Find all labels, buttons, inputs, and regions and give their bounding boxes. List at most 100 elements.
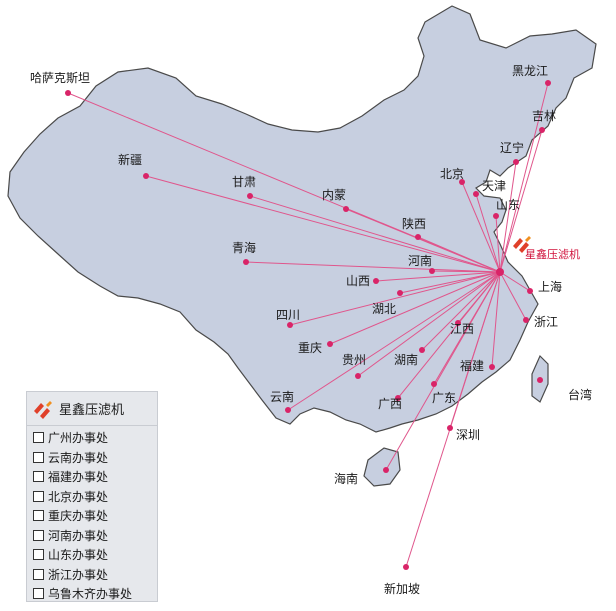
legend-office-label: 浙江办事处 xyxy=(48,567,109,582)
route-line-guangxi xyxy=(397,271,501,399)
legend-office-item[interactable]: 福建办事处 xyxy=(33,467,157,487)
city-dot-sichuan[interactable] xyxy=(287,322,293,328)
route-lines xyxy=(67,82,549,568)
city-label-neimeng: 内蒙 xyxy=(322,188,346,202)
city-dot-gansu[interactable] xyxy=(247,193,253,199)
city-dot-xinjiang[interactable] xyxy=(143,173,149,179)
checkbox-icon[interactable] xyxy=(33,490,44,502)
legend-office-item[interactable]: 乌鲁木齐办事处 xyxy=(33,584,157,604)
office-list: 广州办事处云南办事处福建办事处北京办事处重庆办事处河南办事处山东办事处浙江办事处… xyxy=(27,426,157,604)
city-dot-hubei[interactable] xyxy=(397,290,403,296)
legend-title: 星鑫压滤机 xyxy=(59,403,125,418)
route-line-beijing xyxy=(461,181,501,273)
city-dot-qinghai[interactable] xyxy=(243,259,249,265)
legend-office-item[interactable]: 河南办事处 xyxy=(33,526,157,546)
city-label-singapore: 新加坡 xyxy=(384,581,420,596)
city-dot-yunnan[interactable] xyxy=(285,407,291,413)
checkbox-icon[interactable] xyxy=(33,471,44,483)
company-logo-icon xyxy=(513,236,531,253)
office-legend: 星鑫压滤机 广州办事处云南办事处福建办事处北京办事处重庆办事处河南办事处山东办事… xyxy=(26,391,158,602)
city-label-shenzhen: 深圳 xyxy=(456,428,480,442)
city-dot-kazakhstan[interactable] xyxy=(65,90,71,96)
city-label-shanxi: 山西 xyxy=(346,274,370,288)
hub-dot[interactable] xyxy=(496,268,504,276)
city-dot-jiangxi[interactable] xyxy=(455,320,461,326)
city-dot-shaanxi[interactable] xyxy=(415,234,421,240)
city-label-shanghai: 上海 xyxy=(538,279,562,294)
city-label-gansu: 甘肃 xyxy=(232,175,256,189)
checkbox-icon[interactable] xyxy=(33,510,44,522)
city-label-taiwan: 台湾 xyxy=(568,387,592,402)
city-dot-fujian[interactable] xyxy=(489,364,495,370)
city-label-hainan: 海南 xyxy=(334,471,358,486)
legend-office-label: 广州办事处 xyxy=(48,431,109,446)
city-dot-guizhou[interactable] xyxy=(355,373,361,379)
city-dot-henan[interactable] xyxy=(429,268,435,274)
route-line-guizhou xyxy=(357,271,501,377)
city-dot-jilin[interactable] xyxy=(539,127,545,133)
city-label-yunnan: 云南 xyxy=(270,389,294,404)
city-label-guangdong: 广东 xyxy=(432,391,456,405)
legend-office-item[interactable]: 广州办事处 xyxy=(33,428,157,448)
city-label-kazakhstan: 哈萨克斯坦 xyxy=(30,71,90,85)
city-dot-taiwan[interactable] xyxy=(537,377,543,383)
city-dot-shanghai[interactable] xyxy=(527,288,533,294)
route-line-yunnan xyxy=(287,271,501,411)
legend-office-label: 北京办事处 xyxy=(48,489,109,504)
city-dot-beijing[interactable] xyxy=(459,179,465,185)
city-dot-guangdong[interactable] xyxy=(431,381,437,387)
legend-office-item[interactable]: 浙江办事处 xyxy=(33,565,157,585)
route-line-hunan xyxy=(421,271,501,351)
city-dot-liaoning[interactable] xyxy=(513,159,519,165)
city-label-guangxi: 广西 xyxy=(378,397,402,411)
city-dot-shandong[interactable] xyxy=(493,213,499,219)
legend-office-label: 河南办事处 xyxy=(48,528,109,543)
checkbox-icon[interactable] xyxy=(33,568,44,580)
checkbox-icon[interactable] xyxy=(33,432,44,444)
route-line-heilongjiang xyxy=(499,82,549,273)
checkbox-icon[interactable] xyxy=(33,451,44,463)
city-dot-neimeng[interactable] xyxy=(343,206,349,212)
headquarters-marker: 星鑫压滤机 xyxy=(513,236,580,261)
route-line-qinghai xyxy=(245,261,501,273)
route-line-sichuan xyxy=(289,271,501,326)
city-label-jilin: 吉林 xyxy=(532,109,556,123)
city-label-henan: 河南 xyxy=(408,253,432,268)
city-label-qinghai: 青海 xyxy=(232,240,256,255)
city-dot-shenzhen[interactable] xyxy=(447,425,453,431)
city-label-xinjiang: 新疆 xyxy=(118,152,142,167)
city-label-hubei: 湖北 xyxy=(372,301,396,316)
route-line-zhejiang xyxy=(499,271,527,321)
route-line-henan xyxy=(431,270,501,273)
legend-office-item[interactable]: 重庆办事处 xyxy=(33,506,157,526)
city-dot-guangxi[interactable] xyxy=(395,395,401,401)
route-line-gansu xyxy=(249,195,501,273)
city-dot-shanxi[interactable] xyxy=(373,278,379,284)
city-dot-hainan[interactable] xyxy=(383,467,389,473)
legend-office-item[interactable]: 山东办事处 xyxy=(33,545,157,565)
city-dot-heilongjiang[interactable] xyxy=(545,80,551,86)
route-line-shandong xyxy=(495,215,501,273)
city-dot-tianjin[interactable] xyxy=(473,191,479,197)
city-dot-zhejiang[interactable] xyxy=(523,317,529,323)
city-dot-hunan[interactable] xyxy=(419,347,425,353)
legend-office-label: 福建办事处 xyxy=(48,470,109,485)
china-landmass xyxy=(7,5,597,433)
route-line-fujian xyxy=(491,271,501,368)
legend-office-item[interactable]: 云南办事处 xyxy=(33,448,157,468)
city-dot-singapore[interactable] xyxy=(403,564,409,570)
city-labels: 哈萨克斯坦新疆甘肃内蒙青海陕西河南山西四川湖北重庆贵州湖南江西云南广西广东福建深… xyxy=(30,64,592,596)
city-label-heilongjiang: 黑龙江 xyxy=(512,64,548,78)
checkbox-icon[interactable] xyxy=(33,549,44,561)
legend-office-label: 山东办事处 xyxy=(48,548,109,563)
checkbox-icon[interactable] xyxy=(33,588,44,600)
city-label-beijing: 北京 xyxy=(440,167,464,181)
legend-office-item[interactable]: 北京办事处 xyxy=(33,487,157,507)
route-line-hainan xyxy=(385,271,501,471)
route-line-liaoning xyxy=(499,161,517,273)
city-dot-chongqing[interactable] xyxy=(327,341,333,347)
checkbox-icon[interactable] xyxy=(33,529,44,541)
route-line-tianjin xyxy=(475,193,501,273)
